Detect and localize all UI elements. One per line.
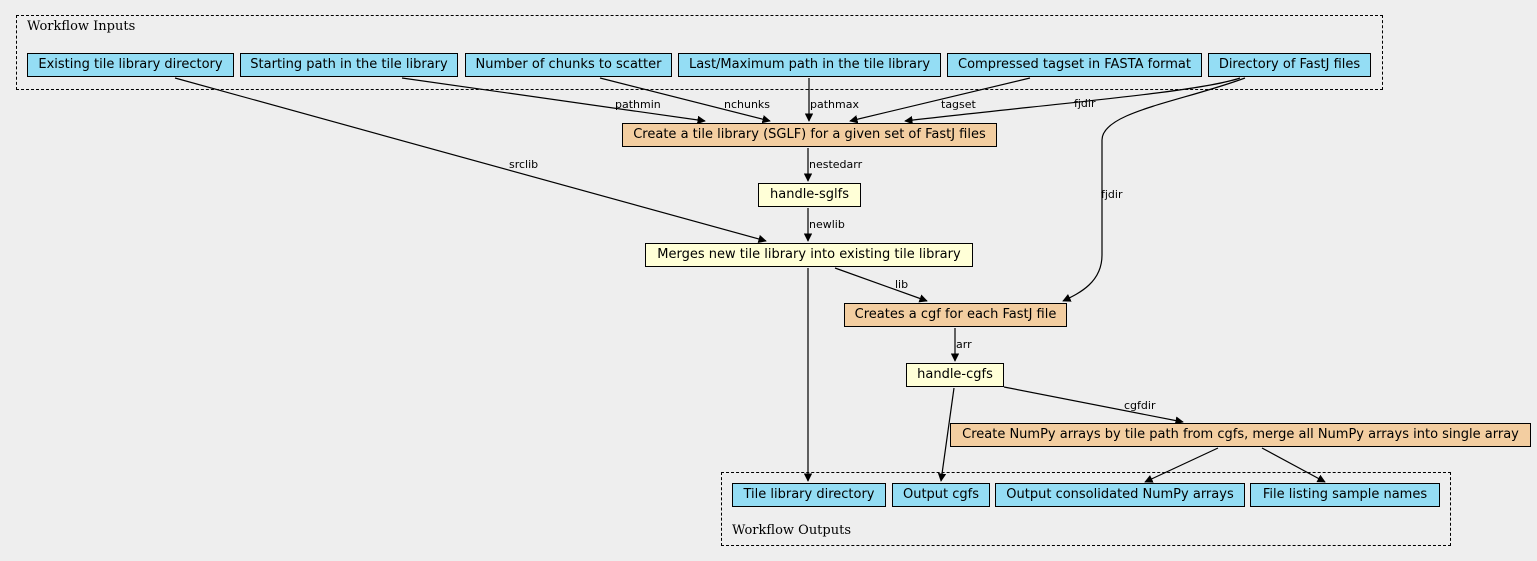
step-create-sglf[interactable]: Create a tile library (SGLF) for a given… [622,123,997,147]
edge-srclib [174,77,767,244]
output-sample-names[interactable]: File listing sample names [1250,483,1440,507]
edge-names-out [1261,447,1326,483]
output-tile-library-directory[interactable]: Tile library directory [732,483,886,507]
workflow-outputs-cluster [721,472,1451,546]
workflow-inputs-cluster [16,15,1383,90]
step-handle-sglfs[interactable]: handle-sglfs [758,183,861,207]
input-compressed-tagset[interactable]: Compressed tagset in FASTA format [947,53,1202,77]
label-pathmax: pathmax [810,98,859,111]
step-create-cgf[interactable]: Creates a cgf for each FastJ file [844,303,1067,327]
input-existing-tile-library[interactable]: Existing tile library directory [27,53,234,77]
label-nchunks: nchunks [724,98,770,111]
edge-lib [834,267,928,303]
label-fjdir-2: fjdir [1101,188,1123,201]
label-fjdir-1: fjdir [1074,97,1096,110]
edge-fjdir-2 [1062,77,1246,302]
output-cgfs[interactable]: Output cgfs [892,483,990,507]
label-srclib: srclib [509,158,538,171]
label-cgfdir: cgfdir [1124,399,1156,412]
label-tagset: tagset [941,98,977,111]
input-fastj-directory[interactable]: Directory of FastJ files [1208,53,1371,77]
step-create-numpy-arrays[interactable]: Create NumPy arrays by tile path from cg… [950,423,1531,447]
label-lib: lib [895,278,908,291]
input-number-of-chunks[interactable]: Number of chunks to scatter [465,53,672,77]
input-last-maximum-path[interactable]: Last/Maximum path in the tile library [678,53,941,77]
label-pathmin: pathmin [615,98,661,111]
edge-cgfdir [1003,386,1184,425]
output-numpy-arrays[interactable]: Output consolidated NumPy arrays [995,483,1245,507]
workflow-inputs-label: Workflow Inputs [27,19,136,34]
step-merge-tile-library[interactable]: Merges new tile library into existing ti… [645,243,973,267]
input-starting-path[interactable]: Starting path in the tile library [240,53,458,77]
edge-tagset [849,77,1031,124]
workflow-outputs-label: Workflow Outputs [732,523,851,538]
edge-numpy-out [1144,447,1219,483]
edge-pathmin [401,77,706,125]
edge-fjdir-1 [904,77,1241,125]
edge-nchunks [599,77,771,124]
step-handle-cgfs[interactable]: handle-cgfs [906,363,1004,387]
edge-cgfs-out [937,387,955,482]
label-arr: arr [956,338,972,351]
label-newlib: newlib [809,218,845,231]
label-nestedarr: nestedarr [809,158,863,171]
